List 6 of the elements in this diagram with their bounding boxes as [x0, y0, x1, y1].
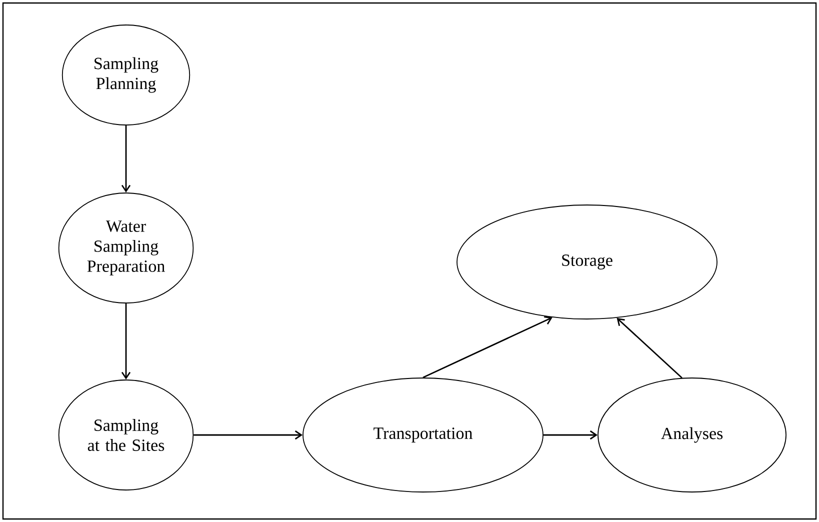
arrow	[616, 318, 682, 378]
arrow	[121, 125, 131, 193]
arrow	[194, 430, 303, 440]
arrow	[543, 430, 598, 440]
arrow	[121, 303, 131, 380]
arrow	[422, 316, 552, 378]
